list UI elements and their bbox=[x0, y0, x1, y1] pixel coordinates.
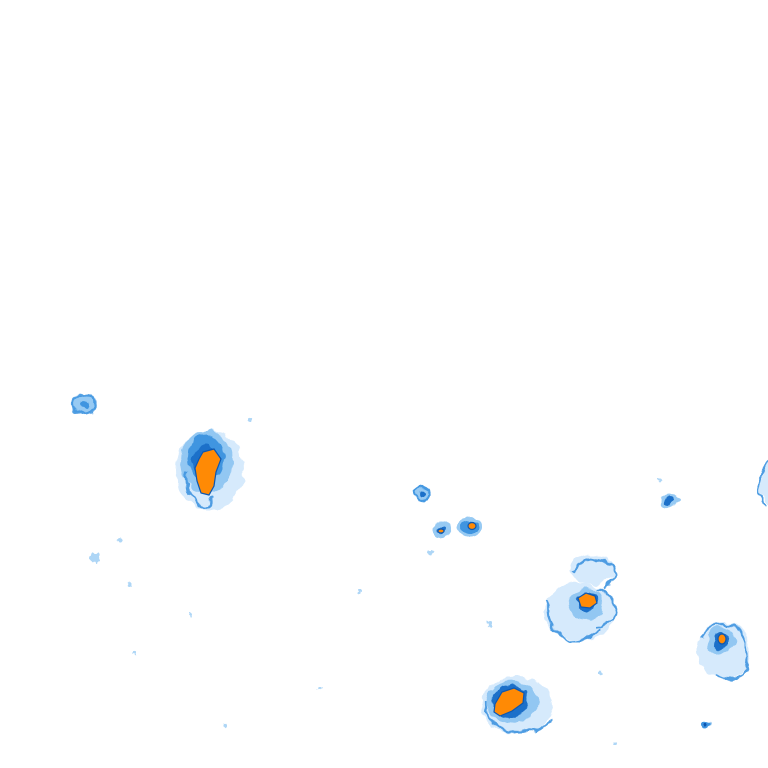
cell-edge-right bbox=[757, 459, 768, 508]
core-west-large bbox=[194, 448, 222, 496]
cell-center-pair-b bbox=[458, 516, 482, 538]
core-far-east bbox=[717, 633, 727, 645]
core-center-pair-b bbox=[467, 521, 477, 531]
cell-far-east bbox=[697, 622, 751, 680]
scattered-specks bbox=[90, 418, 662, 746]
cell-west-small bbox=[71, 392, 97, 416]
cell-south bbox=[481, 676, 554, 734]
cell-east-tiny bbox=[661, 494, 679, 508]
cell-far-east-tiny bbox=[701, 720, 711, 728]
core-southeast-cluster bbox=[577, 592, 598, 609]
cell-center-tiny bbox=[412, 485, 432, 503]
cell-southeast-cluster bbox=[544, 555, 617, 643]
cell-west-large bbox=[176, 430, 244, 510]
core-south bbox=[493, 687, 525, 717]
cell-center-pair-a bbox=[432, 521, 450, 537]
core-center-pair-a bbox=[437, 528, 445, 534]
